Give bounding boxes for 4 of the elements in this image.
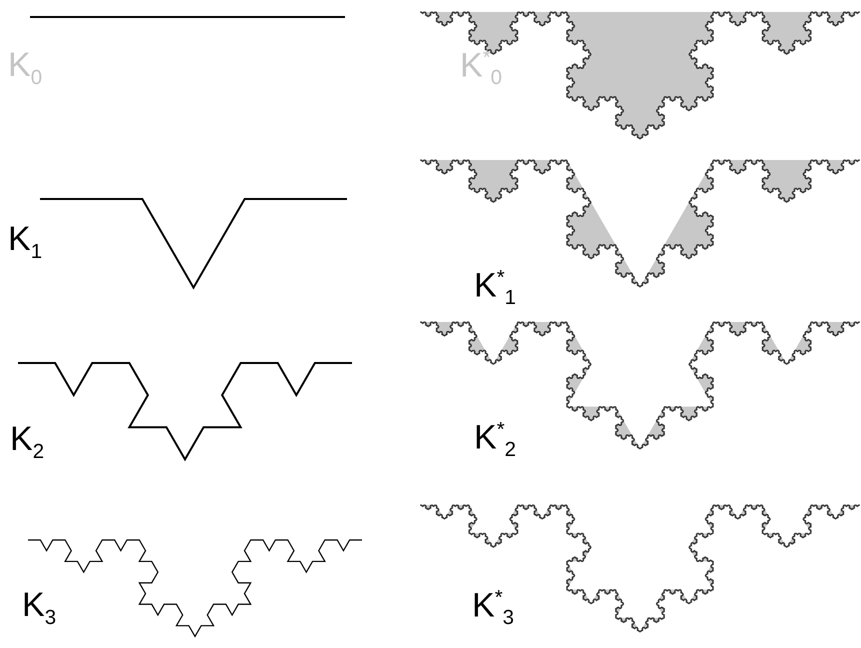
curve-label: K$_{3}$ [22,588,56,628]
curve-label: K$_{1}$ [8,222,42,262]
curve-label: K$_{0}$ [8,48,42,88]
curve-label: K$_{2}$ [10,422,44,462]
